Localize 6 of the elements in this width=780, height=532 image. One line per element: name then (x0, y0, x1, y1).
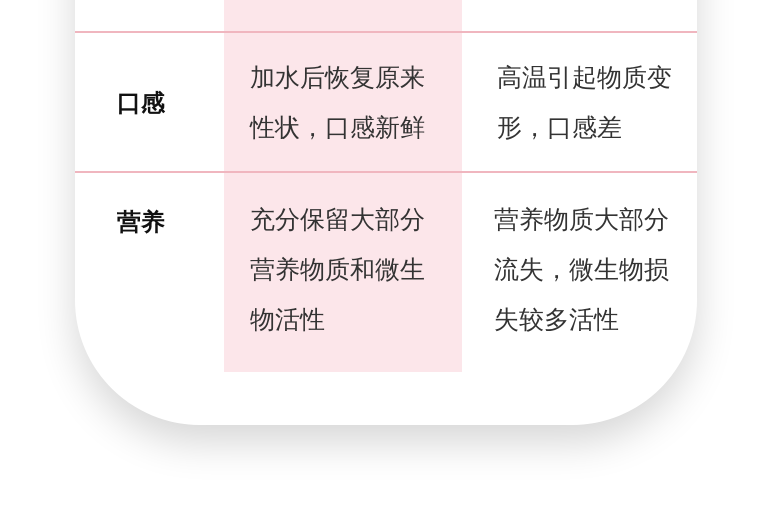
row-header: 口感 (117, 88, 165, 118)
cell-text: 充分保留大部分营养物质和微生物活性 (250, 204, 426, 336)
row-header: 营养 (117, 207, 165, 237)
cell-text: 加水后恢复原来性状，口感新鲜 (250, 62, 426, 144)
cell-text: 高温引起物质变形，口感差 (497, 62, 673, 144)
cell-text: 营养物质大部分流失，微生物损失较多活性 (494, 204, 670, 336)
